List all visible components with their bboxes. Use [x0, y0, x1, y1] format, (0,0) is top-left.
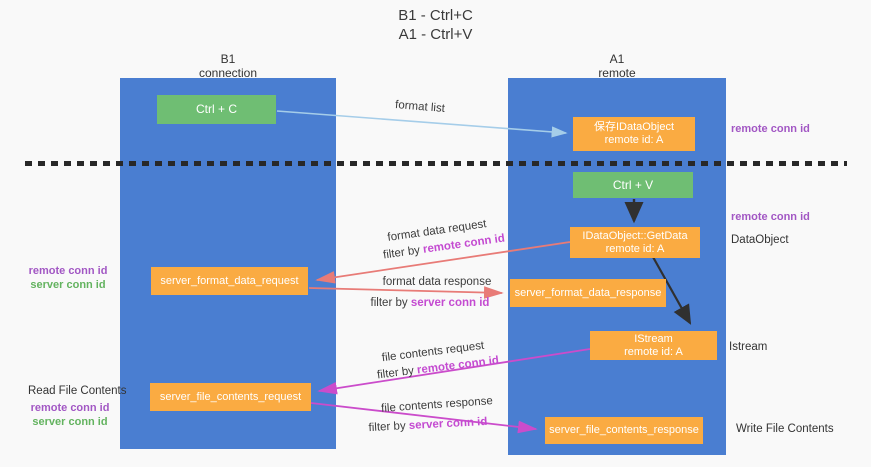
format-data-response-label: format data response — [382, 276, 492, 288]
left-conn-id-pair-2: remote conn id server conn id — [20, 401, 120, 429]
server-file-contents-request-box: server_file_contents_request — [150, 383, 311, 411]
read-file-contents-label: Read File Contents — [28, 385, 127, 397]
ctrl-v-label: Ctrl + V — [612, 177, 654, 192]
lifeline-a1-name: A1 — [609, 52, 625, 66]
format-list-label: format list — [394, 99, 446, 115]
remote-conn-id-label-left-2: remote conn id — [30, 402, 110, 414]
server-format-data-request-box: server_format_data_request — [151, 267, 308, 295]
title-line-1: B1 - Ctrl+C — [398, 7, 473, 24]
arrow-format-data-response — [308, 286, 504, 299]
dashed-separator-line — [25, 161, 847, 166]
server-format-data-response-box: server_format_data_response — [510, 279, 666, 307]
filter-by-text: filter by — [368, 420, 410, 435]
remote-conn-id-label-right-2: remote conn id — [731, 211, 810, 223]
save-idataobject-line2: remote id: A — [604, 134, 664, 146]
server-conn-id-label-left-2: server conn id — [32, 416, 108, 428]
server-file-contents-request-label: server_file_contents_request — [159, 390, 302, 403]
istream-line1: IStream — [634, 332, 673, 345]
diagram-title: B1 - Ctrl+C A1 - Ctrl+V — [0, 6, 871, 44]
save-idataobject-line1: 保存IDataObject — [593, 121, 675, 133]
istream-side-label: Istream — [729, 341, 768, 353]
server-conn-id-label-left-1: server conn id — [30, 279, 106, 291]
istream-line2: remote id: A — [624, 345, 683, 358]
istream-box: IStream remote id: A — [590, 331, 717, 360]
filter-by-text: filter by — [370, 297, 411, 309]
server-file-contents-response-box: server_file_contents_response — [545, 417, 703, 444]
save-idataobject-box: 保存IDataObject remote id: A — [573, 117, 695, 151]
server-file-contents-response-label: server_file_contents_response — [549, 424, 699, 436]
lifeline-b1-name: B1 — [220, 52, 236, 66]
server-format-data-response-label: server_format_data_response — [514, 286, 662, 299]
filter-by-text: filter by — [376, 364, 418, 382]
filter-key-server-conn-id: server conn id — [410, 297, 490, 309]
ctrl-c-box: Ctrl + C — [157, 95, 276, 124]
ctrl-v-box: Ctrl + V — [573, 172, 693, 198]
format-data-response-filter-label: filter by server conn id — [371, 297, 490, 309]
title-line-2: A1 - Ctrl+V — [398, 26, 473, 43]
lifeline-a1-subtitle: remote — [598, 66, 636, 80]
ctrl-c-label: Ctrl + C — [195, 102, 237, 116]
dataobject-label: DataObject — [731, 234, 789, 246]
file-contents-response-label: file contents response — [380, 395, 494, 415]
lifeline-header-b1: B1 connection — [120, 52, 336, 80]
getdata-line1: IDataObject::GetData — [582, 229, 688, 242]
getdata-line2: remote id: A — [605, 242, 665, 255]
idataobject-getdata-box: IDataObject::GetData remote id: A — [570, 227, 700, 258]
filter-by-text: filter by — [382, 243, 424, 262]
lifeline-b1-subtitle: connection — [198, 66, 258, 80]
remote-conn-id-label-right-1: remote conn id — [731, 123, 810, 135]
remote-conn-id-label-left-1: remote conn id — [28, 265, 108, 277]
file-contents-response-filter-label: filter by server conn id — [368, 416, 487, 434]
filter-key-server-conn-id: server conn id — [408, 415, 488, 432]
left-conn-id-pair-1: remote conn id server conn id — [18, 264, 118, 292]
server-format-data-request-label: server_format_data_request — [160, 274, 299, 287]
write-file-contents-label: Write File Contents — [736, 423, 834, 435]
lifeline-header-a1: A1 remote — [508, 52, 726, 80]
